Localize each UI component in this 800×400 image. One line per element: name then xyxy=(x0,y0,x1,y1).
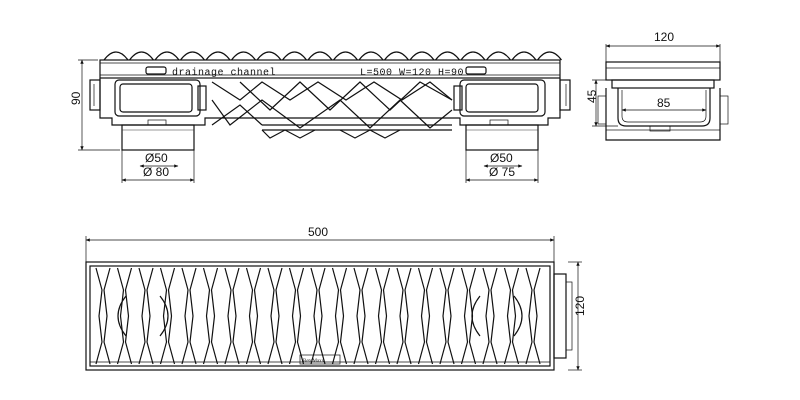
grate-slot-edge xyxy=(353,267,361,365)
grate-slot-edge xyxy=(404,267,412,365)
dim-right-outer: Ø 75 xyxy=(489,165,515,179)
end-grate xyxy=(605,61,721,81)
grating-bump xyxy=(154,51,180,61)
dim-top-width: 120 xyxy=(573,296,587,316)
grating-bump xyxy=(103,51,129,61)
dim-end-depth: 45 xyxy=(585,89,599,103)
grate-slot-edge xyxy=(533,267,541,365)
chamber-left xyxy=(114,79,201,117)
grate-slot-edge xyxy=(224,267,232,365)
grating-bump xyxy=(384,51,409,61)
grating-bumps xyxy=(103,51,562,61)
grate-slot-edge xyxy=(396,267,404,365)
end-cap-right xyxy=(559,79,571,111)
channel-spec: L=500 W=120 H=90 xyxy=(360,68,464,79)
grate-slot-edge xyxy=(245,267,254,365)
grating-bump xyxy=(435,51,460,61)
top-frame xyxy=(85,261,555,371)
grate-slot-edge xyxy=(95,267,103,365)
dim-right-inner: Ø50 xyxy=(490,151,513,165)
grate-slot-edge xyxy=(318,267,326,365)
grating-band xyxy=(99,59,561,79)
brand-logo-text: BetoMaxx xyxy=(303,359,325,364)
grating-bump xyxy=(333,51,358,61)
grate-slot-edge xyxy=(482,267,490,365)
end-cap-left xyxy=(89,79,101,111)
grate-slot-edge xyxy=(167,267,176,365)
outlet-right xyxy=(465,124,539,151)
grate-slot-edge xyxy=(181,267,189,365)
grating-bump xyxy=(205,51,231,61)
grating-bump xyxy=(231,51,256,61)
grate-slot-edge xyxy=(189,267,197,365)
grate-slot-edge xyxy=(439,267,447,365)
grate-slot-edge xyxy=(525,267,533,365)
grate-slot-edge xyxy=(447,267,455,365)
grate-slot-edge xyxy=(460,267,469,365)
dim-end-width: 120 xyxy=(654,30,674,44)
grate-slot-edge xyxy=(275,267,283,365)
grate-slot-edge xyxy=(382,267,391,365)
grating-bump xyxy=(537,51,562,61)
grate-slot-edge xyxy=(503,267,512,365)
grate-slot-edge xyxy=(288,267,297,365)
outlet-left xyxy=(121,124,195,151)
dim-top-length: 500 xyxy=(308,225,328,239)
grate-slot-edge xyxy=(331,267,340,365)
end-view: 120 85 45 xyxy=(585,30,729,141)
grate-slot-edge xyxy=(202,267,211,365)
grate-slot-edge xyxy=(146,267,154,365)
grate-slot-edge xyxy=(253,267,262,365)
chamber-right xyxy=(459,79,546,117)
dim-left-inner: Ø50 xyxy=(145,151,168,165)
grate-slot-edge xyxy=(138,267,146,365)
chamber-mark-left xyxy=(117,295,127,337)
brand-logo xyxy=(299,354,341,365)
channel-label: drainage channel xyxy=(172,67,276,79)
grate-slot-edge xyxy=(296,267,305,365)
dim-height: 90 xyxy=(69,91,83,105)
grate-slot-edge xyxy=(116,267,125,365)
lattice-frame xyxy=(211,81,453,139)
chamber-mark-right xyxy=(471,295,481,337)
grating-bump xyxy=(282,51,307,61)
grating-bump xyxy=(486,51,511,61)
grate-slot-edge xyxy=(339,267,348,365)
dim-end-inner-width: 85 xyxy=(657,96,671,110)
grate-slot-edge xyxy=(417,267,426,365)
dim-left-outer: Ø 80 xyxy=(143,165,169,179)
grate-slots xyxy=(95,267,541,365)
grate-slot-edge xyxy=(310,267,318,365)
grate-slot-edge xyxy=(103,267,111,365)
grate-slot-edge xyxy=(361,267,369,365)
grate-slot-edge xyxy=(159,267,168,365)
grate-slot-edge xyxy=(374,267,383,365)
channel-body xyxy=(99,78,561,126)
grate-slot-edge xyxy=(267,267,275,365)
grating-bump xyxy=(511,51,537,61)
grate-slot-edge xyxy=(210,267,219,365)
grate-slot-edge xyxy=(124,267,133,365)
grate-slot-edge xyxy=(232,267,240,365)
grating-bump xyxy=(180,51,205,61)
top-view: 500 BetoMaxx 120 xyxy=(85,225,587,371)
grating-bump xyxy=(460,51,486,61)
side-view: drainage channel L=500 W=120 H=90 xyxy=(69,51,571,183)
grating-slot-right xyxy=(465,66,487,75)
grate-slot-edge xyxy=(511,267,520,365)
grate-slot-edge xyxy=(490,267,498,365)
grating-slot-left xyxy=(145,66,167,75)
grating-bump xyxy=(129,51,154,61)
grate-slot-edge xyxy=(425,267,434,365)
grating-bump xyxy=(358,51,384,61)
grating-bump xyxy=(256,51,282,61)
grating-bump xyxy=(307,51,333,61)
grating-bump xyxy=(409,51,435,61)
